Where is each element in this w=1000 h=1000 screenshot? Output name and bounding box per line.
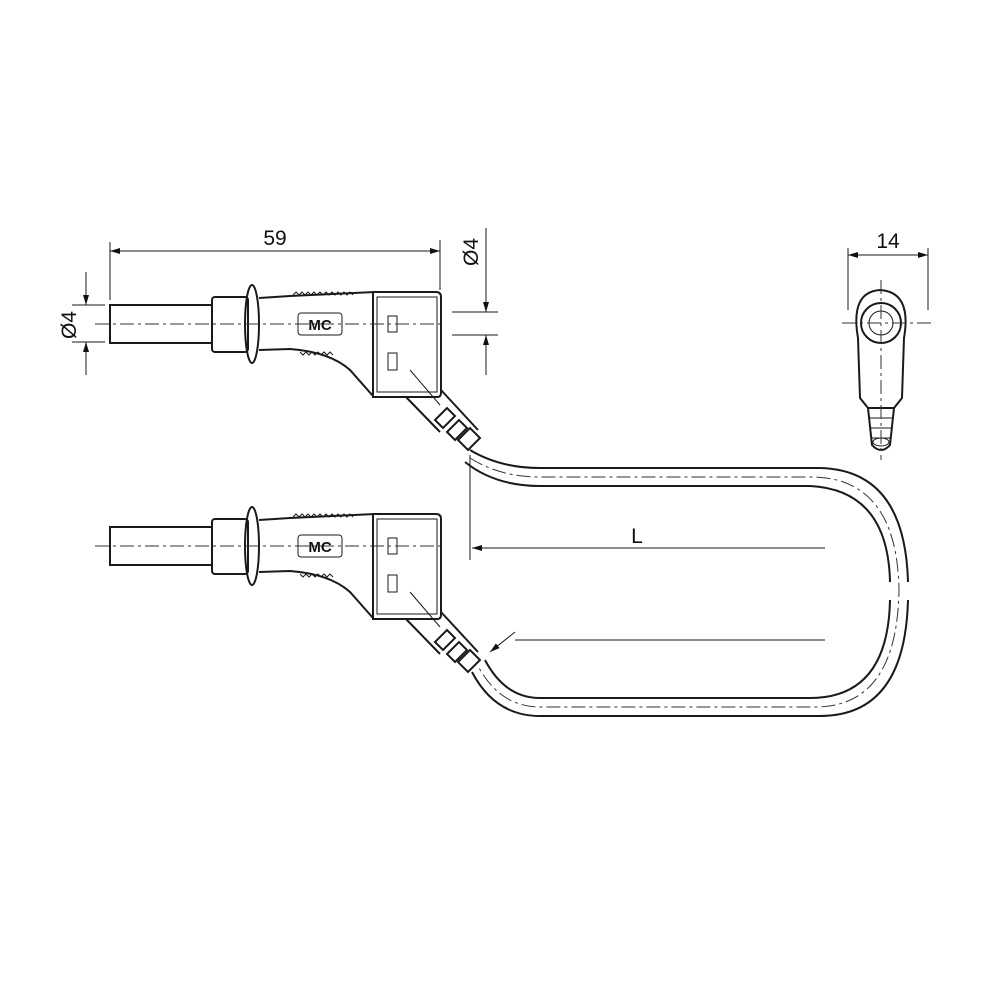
- plug-top: [94, 284, 481, 451]
- svg-text:Ø4: Ø4: [58, 311, 81, 339]
- svg-text:MC: MC: [308, 317, 331, 334]
- dimension-diameter-left: Ø4: [58, 272, 105, 375]
- svg-text:MC: MC: [308, 539, 331, 556]
- dimension-diameter-right: Ø4: [452, 228, 498, 375]
- plug-bottom: [94, 506, 481, 673]
- svg-text:59: 59: [263, 227, 286, 250]
- dimension-59: 59: [109, 227, 441, 300]
- svg-text:14: 14: [876, 230, 900, 253]
- dimension-14: 14: [847, 230, 929, 310]
- svg-text:L: L: [631, 525, 643, 548]
- dimension-L: L: [469, 455, 825, 653]
- cable-loop: [464, 449, 909, 717]
- side-view: [842, 280, 935, 460]
- logo-top: MC: [308, 317, 331, 334]
- svg-text:Ø4: Ø4: [460, 238, 483, 266]
- logo-bottom: MC: [308, 539, 331, 556]
